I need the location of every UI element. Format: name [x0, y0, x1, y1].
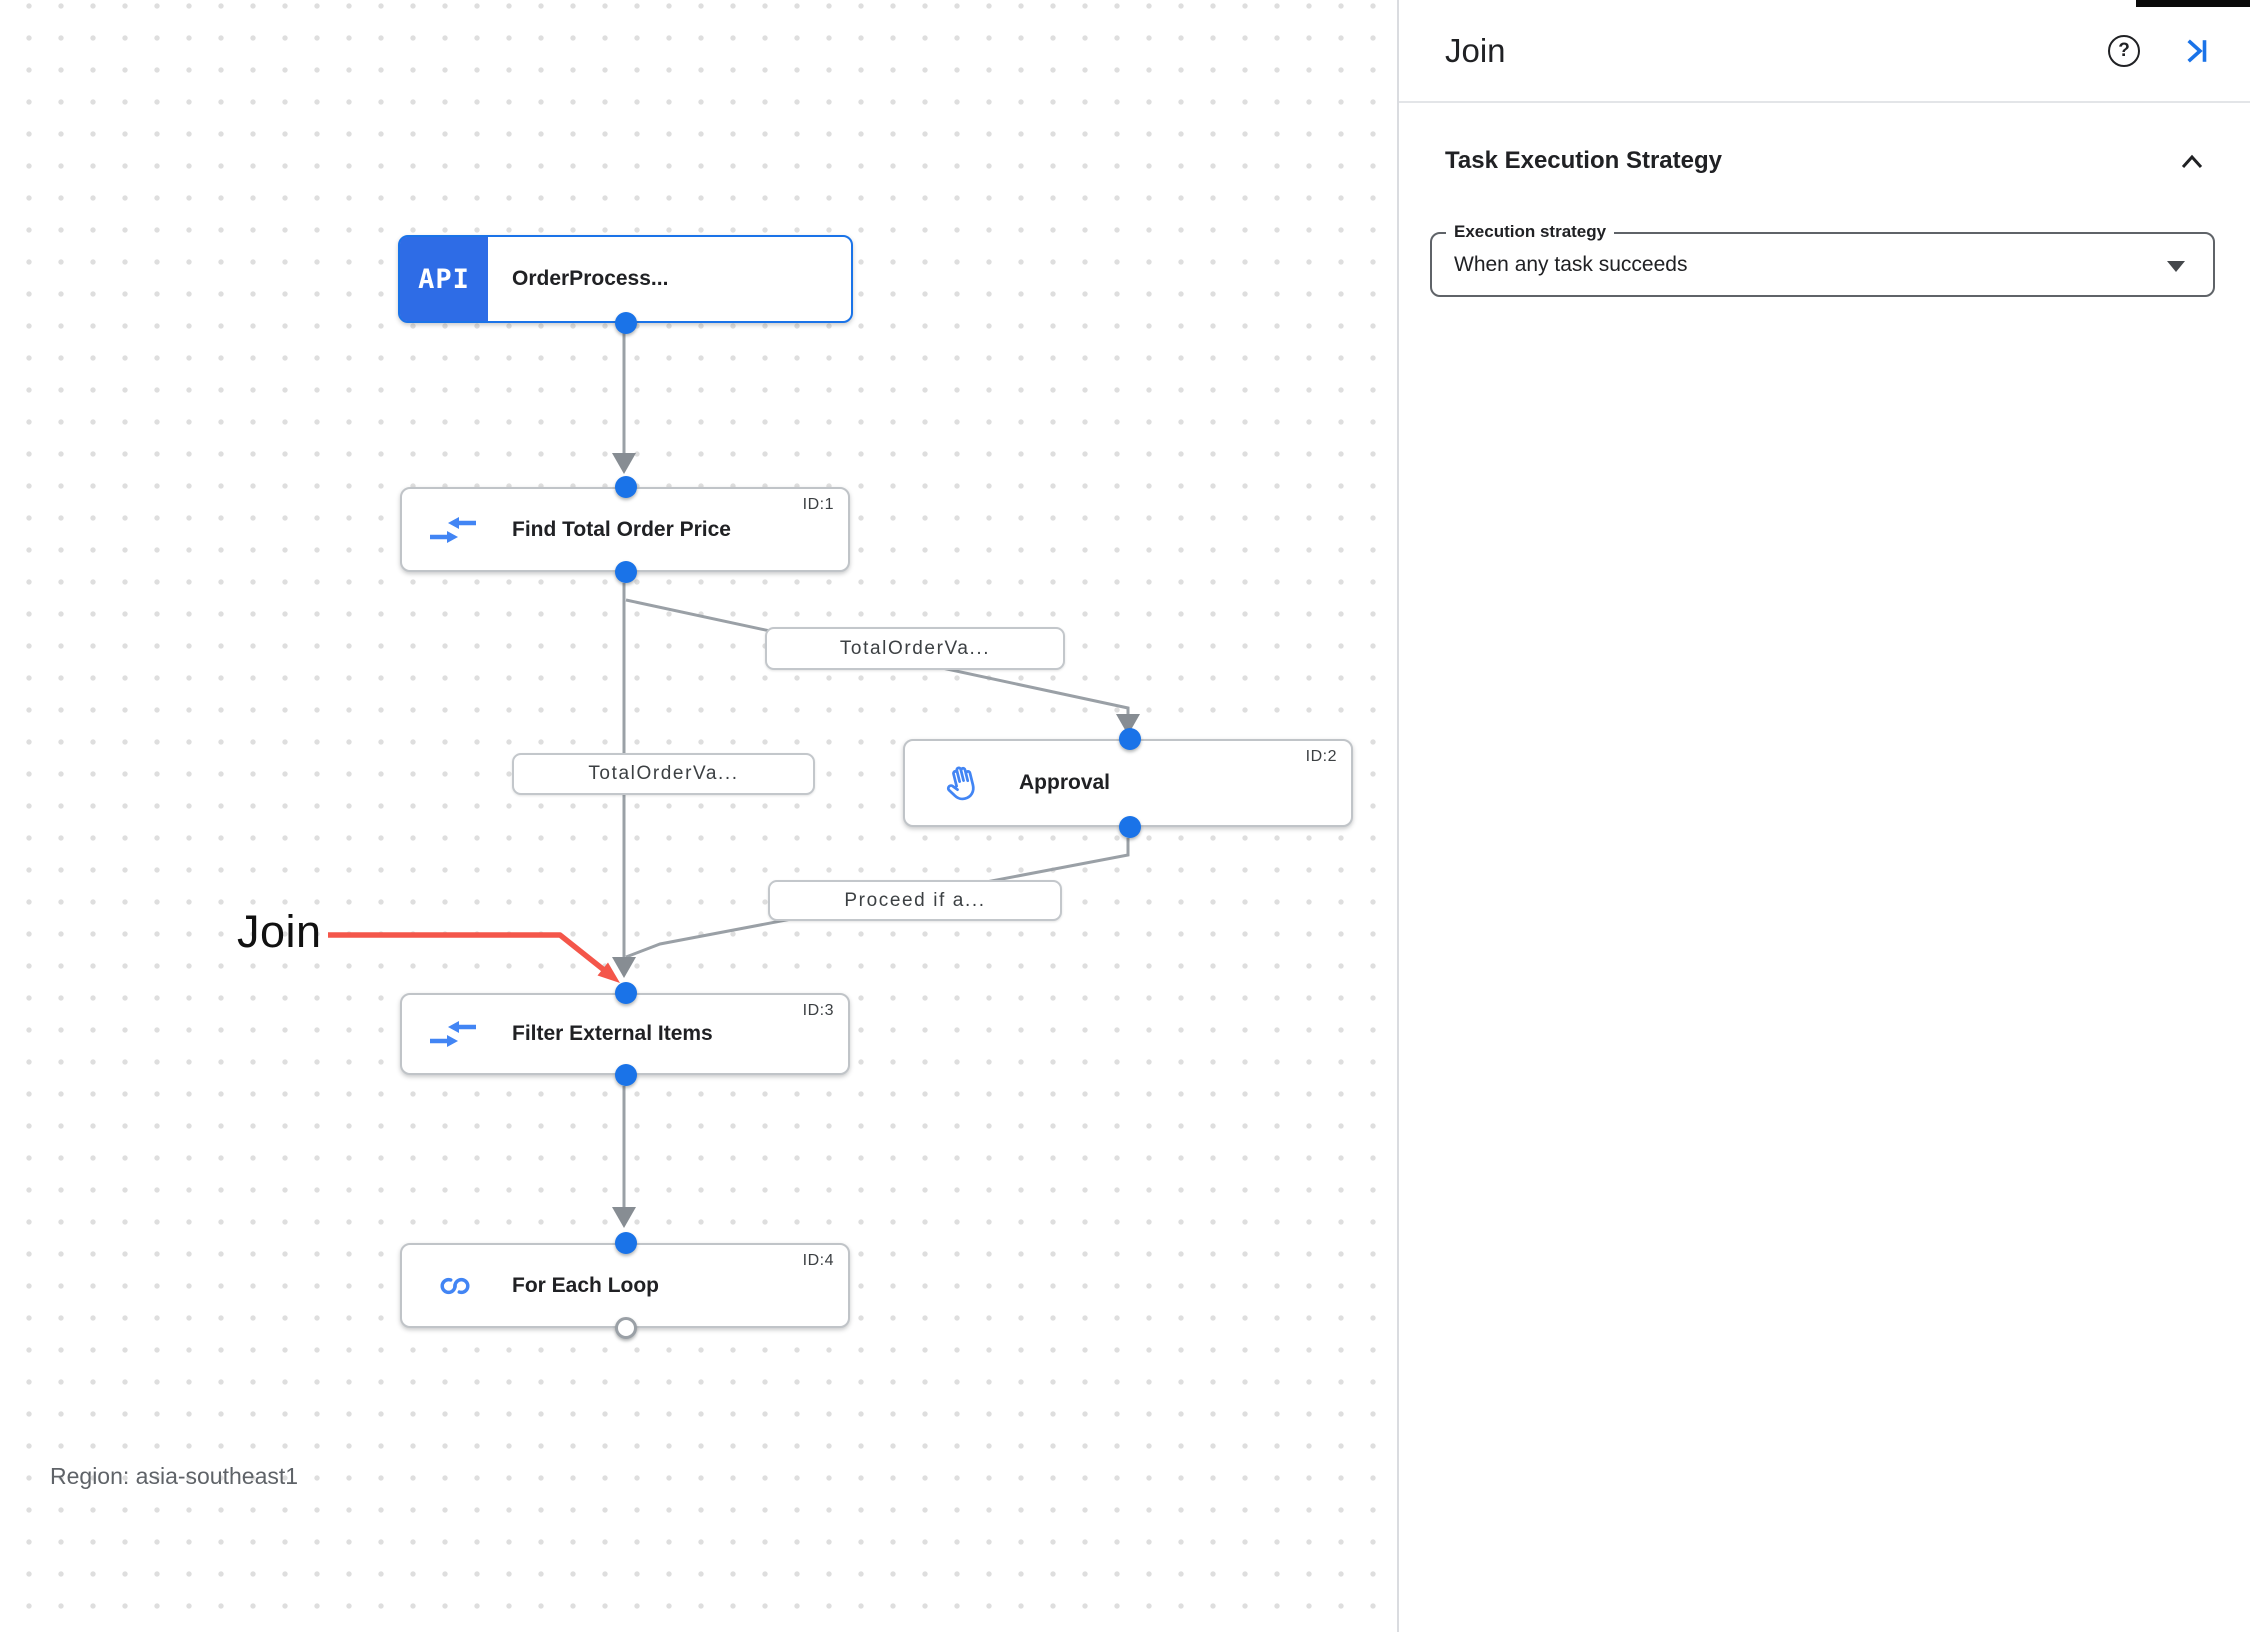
node-id-badge: ID:2 — [1305, 748, 1337, 765]
config-panel: Join ? Task Execution Strategy — [1397, 0, 2250, 1632]
node-title: Approval — [1019, 771, 1111, 794]
node-for-each-loop[interactable]: For Each Loop ID:4 — [400, 1232, 850, 1339]
collapse-panel-icon[interactable] — [2180, 35, 2212, 67]
connector-dot-top[interactable] — [1119, 728, 1141, 750]
workflow-canvas[interactable]: TotalOrderVa... TotalOrderVa... Proceed … — [0, 0, 1397, 1632]
execution-strategy-label: Execution strategy — [1446, 222, 1615, 242]
execution-strategy-value: When any task succeeds — [1454, 252, 1688, 276]
top-right-black-bar — [2136, 0, 2250, 7]
connector-dot-bottom[interactable] — [615, 561, 637, 583]
connector-dot-top[interactable] — [615, 982, 637, 1004]
connector-dot-bottom[interactable] — [615, 1064, 637, 1086]
region-label: Region: asia-southeast1 — [50, 1463, 299, 1489]
node-id-badge: ID:4 — [802, 1252, 834, 1269]
node-title: Filter External Items — [512, 1022, 713, 1045]
node-approval[interactable]: Approval ID:2 — [903, 728, 1353, 838]
node-id-badge: ID:3 — [802, 1002, 834, 1019]
connector-dot-bottom[interactable] — [1119, 816, 1141, 838]
join-annotation-label: Join — [237, 906, 322, 957]
panel-title: Join — [1445, 31, 1506, 69]
node-id-badge: ID:1 — [802, 496, 834, 513]
dropdown-caret-icon — [2167, 261, 2185, 272]
panel-header: Join ? — [1399, 0, 2250, 103]
edge-label-total-order-left[interactable]: TotalOrderVa... — [512, 753, 815, 795]
api-trigger-badge: API — [400, 237, 488, 321]
edge-label-total-order-right[interactable]: TotalOrderVa... — [765, 627, 1065, 670]
data-mapping-icon — [430, 1021, 476, 1047]
node-title: OrderProcess... — [512, 267, 669, 290]
chevron-up-icon — [2181, 154, 2203, 168]
section-title: Task Execution Strategy — [1445, 147, 1722, 174]
node-title: For Each Loop — [512, 1273, 659, 1297]
connector-dot-bottom-open[interactable] — [615, 1317, 637, 1339]
connector-dot-top[interactable] — [615, 476, 637, 498]
node-title: Find Total Order Price — [512, 517, 731, 541]
node-order-process-trigger[interactable]: API OrderProcess... — [398, 235, 853, 334]
node-filter-external-items[interactable]: Filter External Items ID:3 — [400, 982, 850, 1086]
help-icon[interactable]: ? — [2108, 34, 2140, 67]
connector-dot-top[interactable] — [615, 1232, 637, 1254]
edge-label-proceed-if[interactable]: Proceed if a... — [768, 880, 1062, 921]
execution-strategy-select[interactable]: Execution strategy When any task succeed… — [1430, 222, 2215, 297]
section-task-execution-strategy[interactable]: Task Execution Strategy — [1445, 147, 2204, 175]
node-find-total-order-price[interactable]: Find Total Order Price ID:1 — [400, 476, 850, 583]
connector-dot-bottom[interactable] — [615, 312, 637, 334]
loop-icon — [440, 1277, 470, 1294]
data-mapping-icon — [430, 516, 476, 543]
approval-hand-icon — [946, 766, 975, 801]
